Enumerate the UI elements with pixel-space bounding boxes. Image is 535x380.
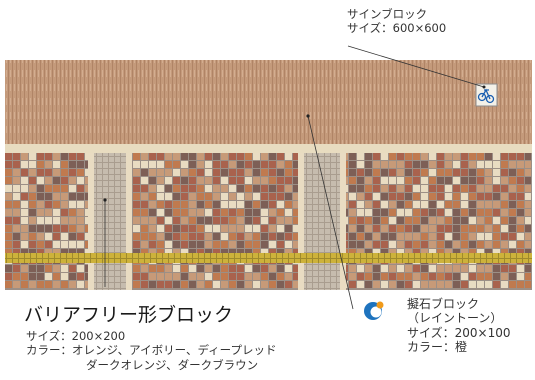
sign-block-label: サインブロック サイズ：600×600	[347, 7, 447, 36]
sign-block	[475, 83, 498, 107]
bicycle-icon	[477, 88, 495, 104]
gizou-leader-dot	[306, 114, 310, 118]
marker-icon	[364, 301, 384, 320]
barrier-free-title: バリアフリー形ブロック	[24, 304, 234, 326]
barrier-leader-dot	[103, 198, 107, 202]
gizou-leader-line	[307, 115, 354, 310]
barrier-free-color-label: カラー：	[26, 343, 72, 358]
top-brick-band	[5, 60, 532, 144]
tactile-yellow-band	[5, 253, 532, 263]
barrier-free-size: サイズ：200×200	[26, 329, 126, 343]
gizou-block-sub: （レイントーン）	[407, 311, 503, 326]
sign-block-size: サイズ：600×600	[347, 20, 447, 35]
gizou-block-color: カラー：橙	[407, 340, 468, 355]
gizou-block-name: 擬石ブロック	[407, 297, 480, 311]
barrier-free-colors-line2: ダークオレンジ、ダークブラウン	[86, 357, 259, 372]
barrier-free-colors-line1: オレンジ、アイボリー、ディープレッド	[72, 343, 277, 358]
sign-leader-dot	[482, 85, 486, 89]
gizou-block-size: サイズ：200×100	[407, 325, 511, 340]
sign-leader-line	[347, 45, 485, 88]
barrier-free-spec: サイズ：200×200 カラー：オレンジ、アイボリー、ディープレッド ダークオレ…	[26, 329, 276, 372]
gizou-block-label: 擬石ブロック （レイントーン） サイズ：200×100 カラー：橙	[407, 297, 511, 355]
ivory-divider	[5, 144, 532, 153]
sign-block-name: サインブロック	[347, 7, 428, 21]
barrier-free-mosaic	[5, 153, 532, 290]
